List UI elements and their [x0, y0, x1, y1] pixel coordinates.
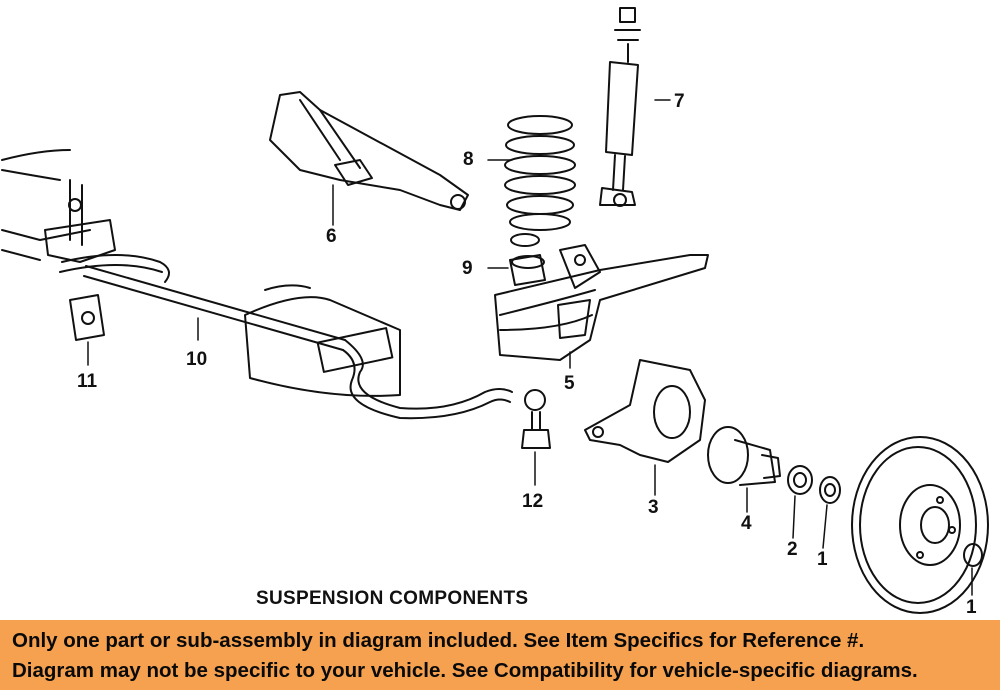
callout-9: 9	[462, 258, 473, 279]
callout-11: 11	[77, 371, 98, 392]
callout-4: 4	[741, 513, 752, 534]
callout-1-nut: 1	[966, 597, 977, 618]
disclaimer-banner: Only one part or sub-assembly in diagram…	[0, 620, 1000, 690]
steering-knuckle	[584, 359, 706, 463]
hub-nut	[963, 543, 983, 567]
callout-8: 8	[463, 149, 474, 170]
stabilizer-link	[521, 389, 551, 449]
frame-rail-left	[1, 149, 116, 263]
callout-1-bearing: 1	[817, 549, 828, 570]
callout-3: 3	[648, 497, 659, 518]
body-panel	[244, 284, 401, 397]
sway-bar-bushing	[69, 294, 105, 341]
brake-rotor	[851, 436, 989, 614]
suspension-diagram	[1, 7, 989, 614]
wheel-bearing	[787, 465, 813, 495]
coil-spring	[504, 115, 576, 231]
disclaimer-line-2: Diagram may not be specific to your vehi…	[12, 659, 918, 682]
callout-12: 12	[522, 491, 544, 512]
callout-7: 7	[674, 91, 685, 112]
spindle	[707, 426, 781, 486]
lower-control-arm	[494, 244, 709, 361]
leader-lines	[87, 99, 973, 596]
disclaimer-line-1: Only one part or sub-assembly in diagram…	[12, 629, 865, 652]
inner-bearing	[819, 476, 841, 504]
callout-10: 10	[186, 349, 208, 370]
diagram-title: SUSPENSION COMPONENTS	[256, 588, 529, 609]
callout-5: 5	[564, 373, 575, 394]
sway-bar	[59, 254, 513, 420]
spring-insulator	[509, 233, 546, 286]
callout-6: 6	[326, 226, 337, 247]
upper-control-arm	[269, 91, 469, 211]
shock-absorber	[599, 7, 641, 207]
callout-2: 2	[787, 539, 798, 560]
